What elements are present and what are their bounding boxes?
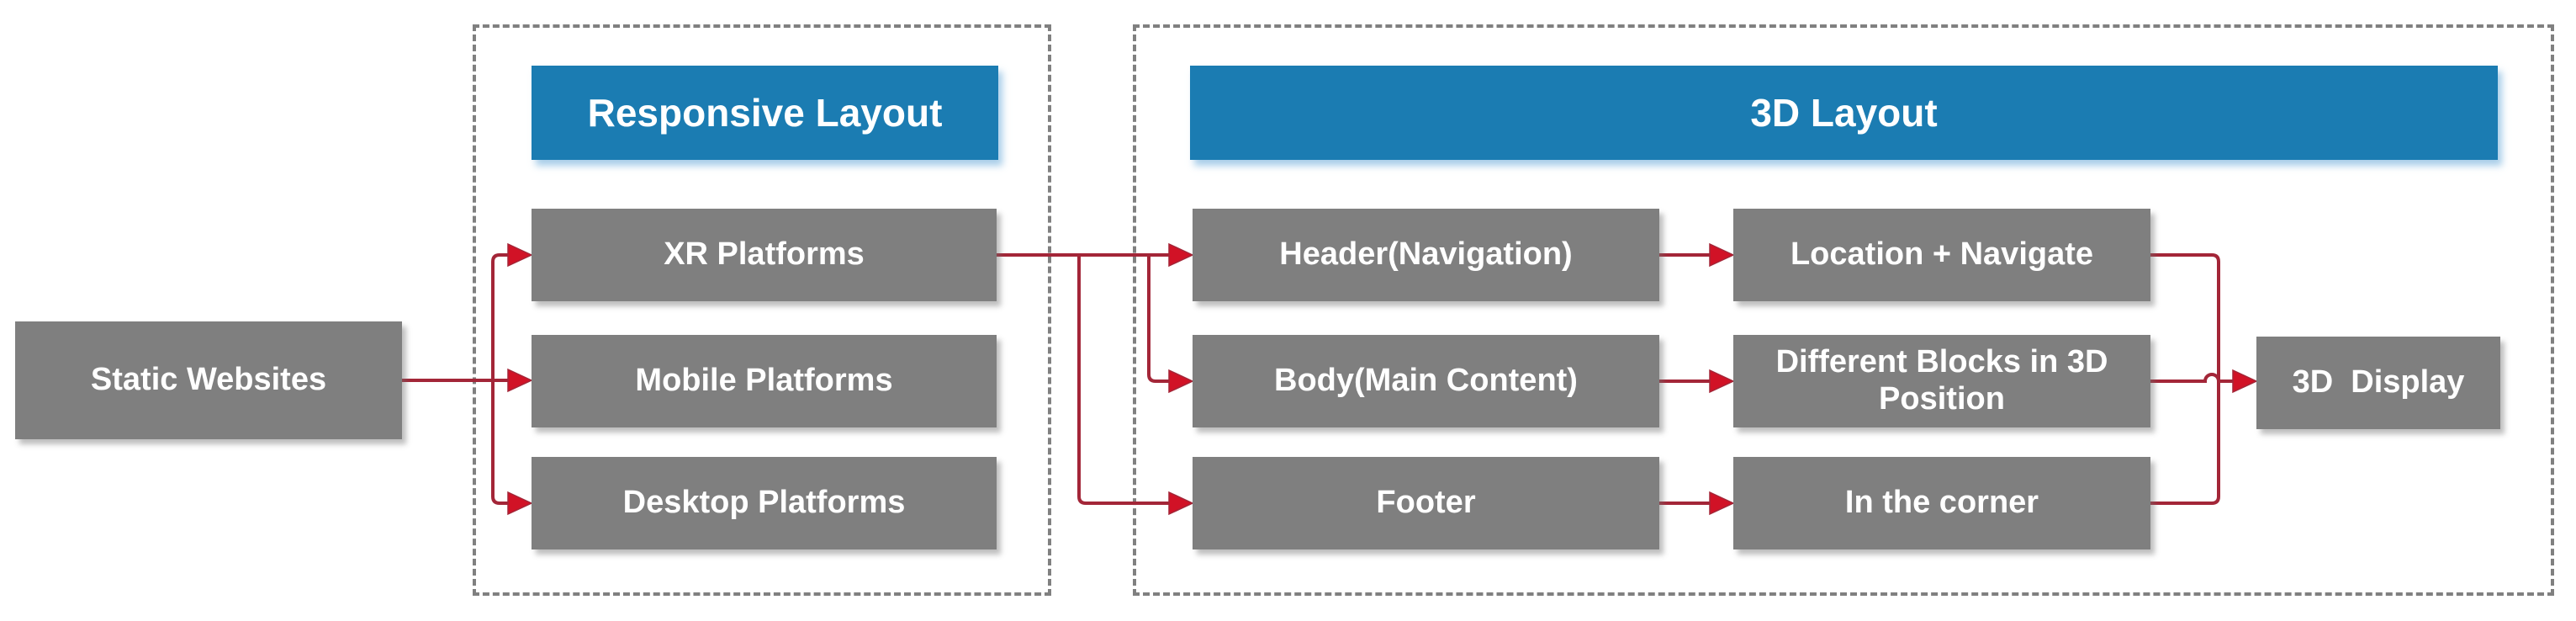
node-location-navigate-label: Location + Navigate xyxy=(1790,236,2094,273)
node-mobile-platforms-label: Mobile Platforms xyxy=(635,363,893,399)
node-xr-platforms: XR Platforms xyxy=(532,209,997,301)
responsive-layout-title: Responsive Layout xyxy=(532,66,998,160)
node-desktop-platforms-label: Desktop Platforms xyxy=(622,485,906,521)
node-static-websites-label: Static Websites xyxy=(90,362,327,398)
node-header-navigation-label: Header(Navigation) xyxy=(1279,236,1573,273)
3d-layout-title-label: 3D Layout xyxy=(1750,91,1938,135)
responsive-layout-title-label: Responsive Layout xyxy=(587,91,943,135)
node-desktop-platforms: Desktop Platforms xyxy=(532,457,997,549)
3d-layout-title: 3D Layout xyxy=(1190,66,2498,160)
node-footer-label: Footer xyxy=(1376,485,1476,521)
node-3d-display-label: 3D Display xyxy=(2292,364,2465,401)
node-in-the-corner: In the corner xyxy=(1733,457,2150,549)
node-header-navigation: Header(Navigation) xyxy=(1193,209,1659,301)
node-footer: Footer xyxy=(1193,457,1659,549)
node-body-main-content-label: Body(Main Content) xyxy=(1274,363,1578,399)
node-3d-display: 3D Display xyxy=(2256,337,2500,429)
node-xr-platforms-label: XR Platforms xyxy=(664,236,865,273)
node-mobile-platforms: Mobile Platforms xyxy=(532,335,997,427)
node-different-blocks-3d-label: Different Blocks in 3D Position xyxy=(1775,344,2108,417)
node-location-navigate: Location + Navigate xyxy=(1733,209,2150,301)
node-in-the-corner-label: In the corner xyxy=(1844,485,2039,521)
node-different-blocks-3d: Different Blocks in 3D Position xyxy=(1733,335,2150,427)
node-body-main-content: Body(Main Content) xyxy=(1193,335,1659,427)
node-static-websites: Static Websites xyxy=(15,321,402,439)
